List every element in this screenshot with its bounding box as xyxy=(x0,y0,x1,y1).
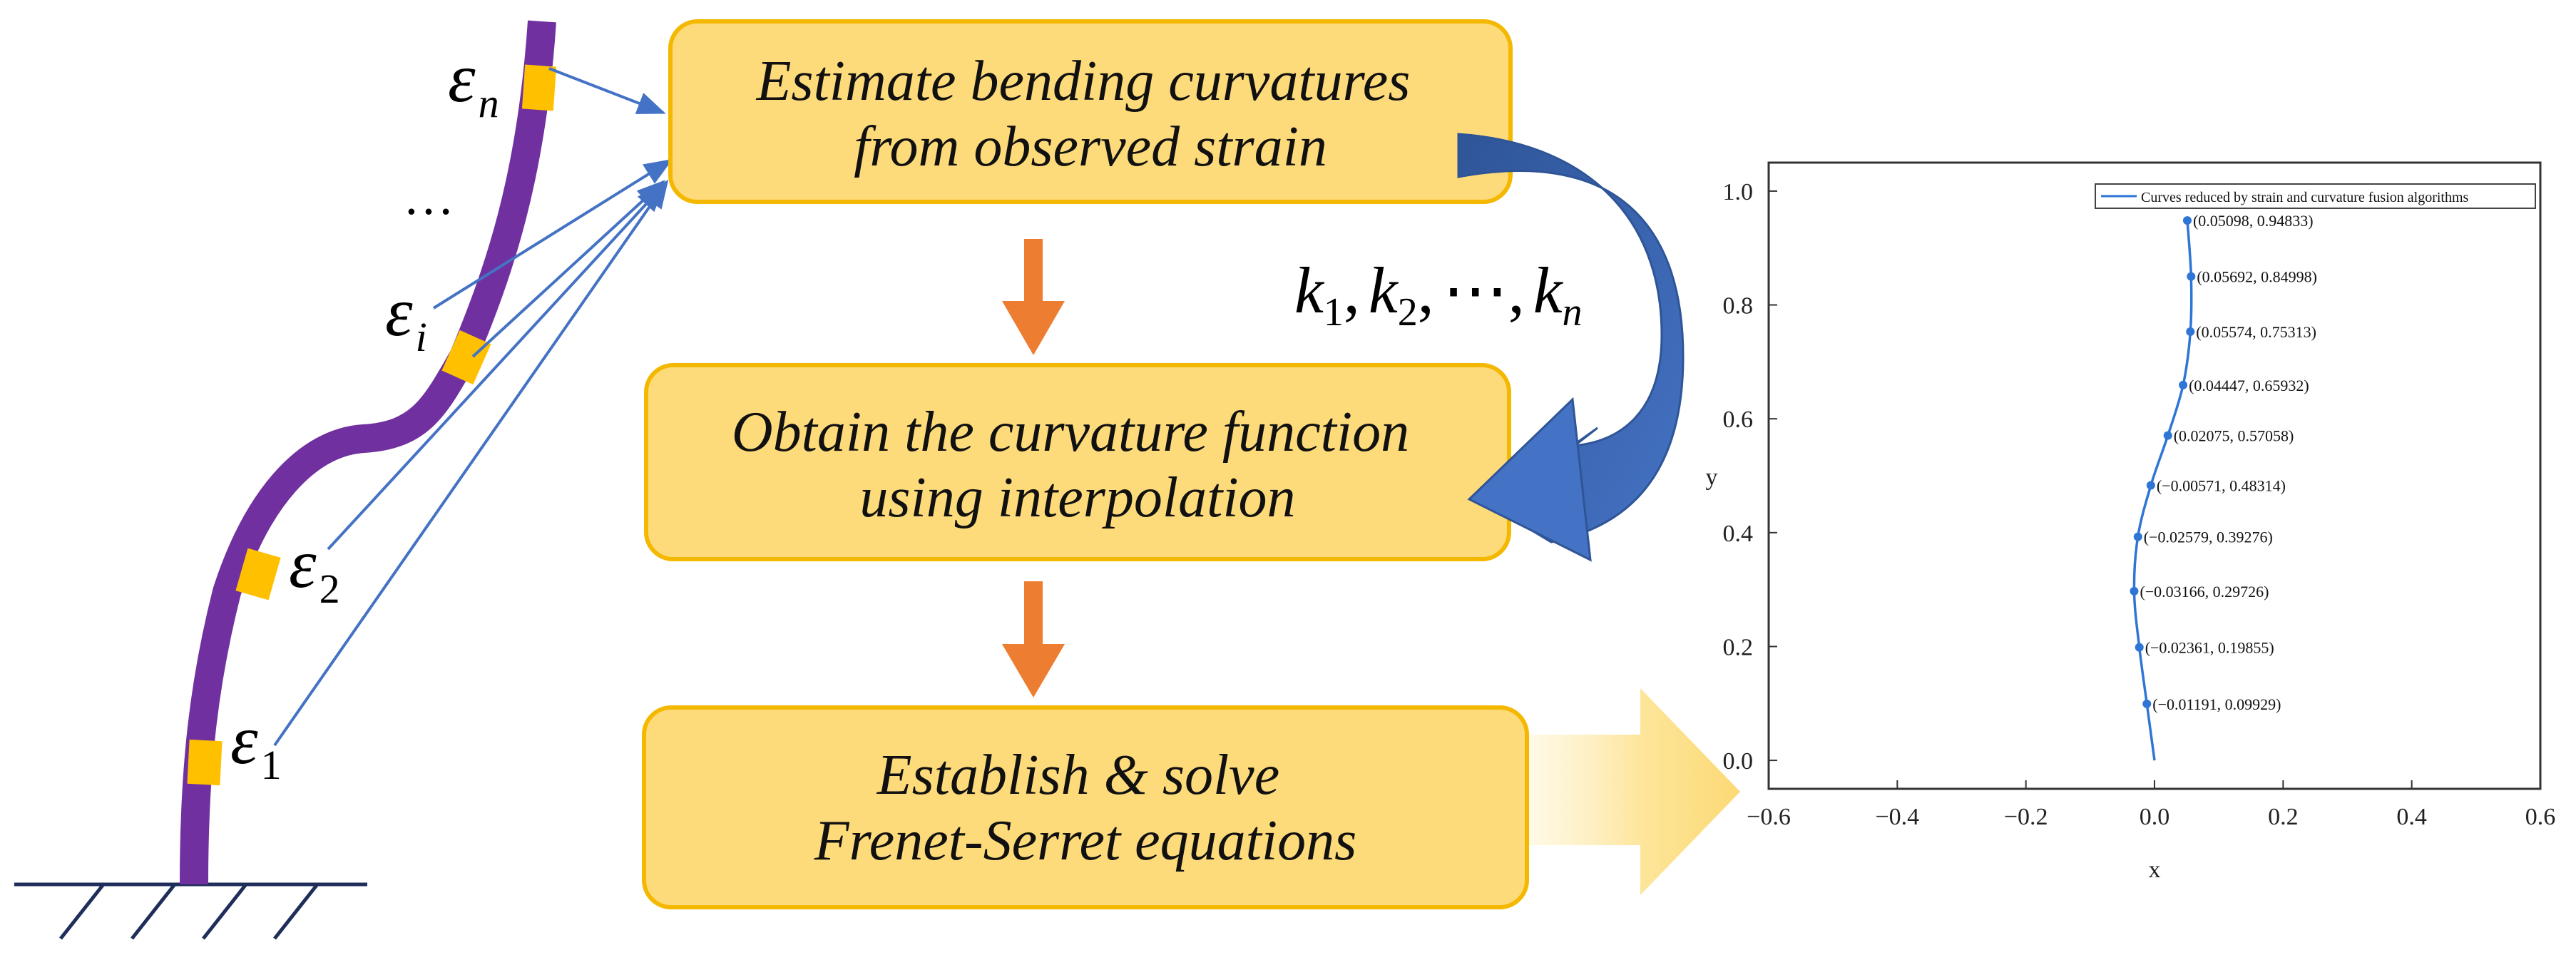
y-tick-label: 0.0 xyxy=(1723,748,1754,775)
connector-i xyxy=(432,158,673,310)
down-arrow-2 xyxy=(1002,581,1065,698)
connector-2 xyxy=(327,183,665,551)
data-point-label: (0.02075, 0.57058) xyxy=(2174,427,2294,445)
data-point-label: (−0.02579, 0.39276) xyxy=(2144,528,2273,546)
reconstructed-curve-chart: −0.6 −0.4 −0.2 0.0 0.2 0.4 0.6 0.0 0.2 0.4 0.6 0.8… xyxy=(1706,161,2555,883)
data-point-label: (−0.03166, 0.29726) xyxy=(2140,583,2269,601)
data-point xyxy=(2182,216,2192,225)
flowchart: Estimate bending curvatures from observe… xyxy=(642,19,1740,909)
data-point-label: (−0.00571, 0.48314) xyxy=(2157,476,2286,494)
y-tick-label: 0.6 xyxy=(1723,407,1754,433)
y-axis-label: y xyxy=(1706,464,1718,491)
x-tick-label: 0.4 xyxy=(2396,804,2427,830)
step-1-text: Estimate bending curvatures from observe… xyxy=(756,50,1425,178)
data-point-label: (−0.01191, 0.09929) xyxy=(2152,695,2281,713)
down-arrow-1 xyxy=(1002,239,1065,355)
x-tick-label: 0.2 xyxy=(2268,804,2299,830)
x-tick-label: −0.6 xyxy=(1747,804,1791,830)
y-tick-label: 1.0 xyxy=(1723,179,1754,205)
curved-arrow-head xyxy=(1467,397,1592,562)
x-tick-label: 0.6 xyxy=(2525,804,2556,830)
data-point xyxy=(2142,699,2152,708)
y-tick-label: 0.2 xyxy=(1723,634,1754,660)
sensor-1 xyxy=(187,739,223,786)
sensor-n xyxy=(521,64,557,111)
sensor-2 xyxy=(235,548,281,601)
label-epsilon-1: ε1 xyxy=(230,702,282,788)
label-epsilon-i: εi xyxy=(385,274,427,360)
data-point xyxy=(2163,431,2172,440)
output-arrow xyxy=(1519,688,1740,895)
step-2-text: Obtain the curvature function using inte… xyxy=(732,401,1424,529)
data-point xyxy=(2130,586,2139,596)
x-tick-label: −0.2 xyxy=(2004,804,2048,830)
x-ticks: −0.6 −0.4 −0.2 0.0 0.2 0.4 0.6 xyxy=(1747,780,2555,830)
step-box-3 xyxy=(642,705,1529,909)
chart-legend: Curves reduced by strain and curvature f… xyxy=(2095,183,2536,209)
data-point-label: (0.05692, 0.84998) xyxy=(2197,268,2317,286)
data-point xyxy=(2133,532,2142,541)
data-point-label: (0.05098, 0.94833) xyxy=(2193,212,2314,230)
data-point xyxy=(2186,327,2195,336)
label-epsilon-n: εn xyxy=(448,40,499,126)
y-ticks: 0.0 0.2 0.4 0.6 0.8 1.0 xyxy=(1723,179,1777,775)
y-tick-label: 0.4 xyxy=(1723,521,1754,547)
x-tick-label: −0.4 xyxy=(1875,804,1919,830)
x-axis-label: x xyxy=(2149,857,2161,883)
step-3-text: Establish & solve Frenet-Serret equation… xyxy=(814,744,1357,872)
connector-i-sensor xyxy=(471,180,665,358)
sensor-connectors xyxy=(273,67,673,747)
data-point xyxy=(2146,481,2155,490)
curvature-list: k1,k2,⋯,kn xyxy=(1294,254,1583,335)
data-point-label: (−0.02361, 0.19855) xyxy=(2145,639,2274,657)
flexible-rod xyxy=(180,20,556,885)
y-tick-label: 0.8 xyxy=(1723,293,1754,320)
data-point xyxy=(2187,272,2196,281)
data-points: (−0.01191, 0.09929) (−0.02361, 0.19855) (−… xyxy=(2130,212,2317,713)
x-tick-label: 0.0 xyxy=(2140,804,2170,830)
sensor-i xyxy=(441,330,491,385)
rod-ellipsis: … xyxy=(403,168,454,225)
label-epsilon-2: ε2 xyxy=(289,526,340,612)
legend-label: Curves reduced by strain and curvature f… xyxy=(2141,190,2469,205)
data-point-label: (0.05574, 0.75313) xyxy=(2196,323,2316,341)
data-point-label: (0.04447, 0.65932) xyxy=(2189,377,2309,394)
ground-hatch xyxy=(59,883,319,940)
connector-1 xyxy=(273,179,669,747)
connector-n xyxy=(548,67,666,114)
legend-box xyxy=(2095,183,2536,209)
step-box-1 xyxy=(668,19,1513,204)
data-point xyxy=(2135,643,2144,652)
data-point xyxy=(2179,380,2188,389)
rod-diagram: εn … εi ε2 ε1 xyxy=(14,20,673,940)
